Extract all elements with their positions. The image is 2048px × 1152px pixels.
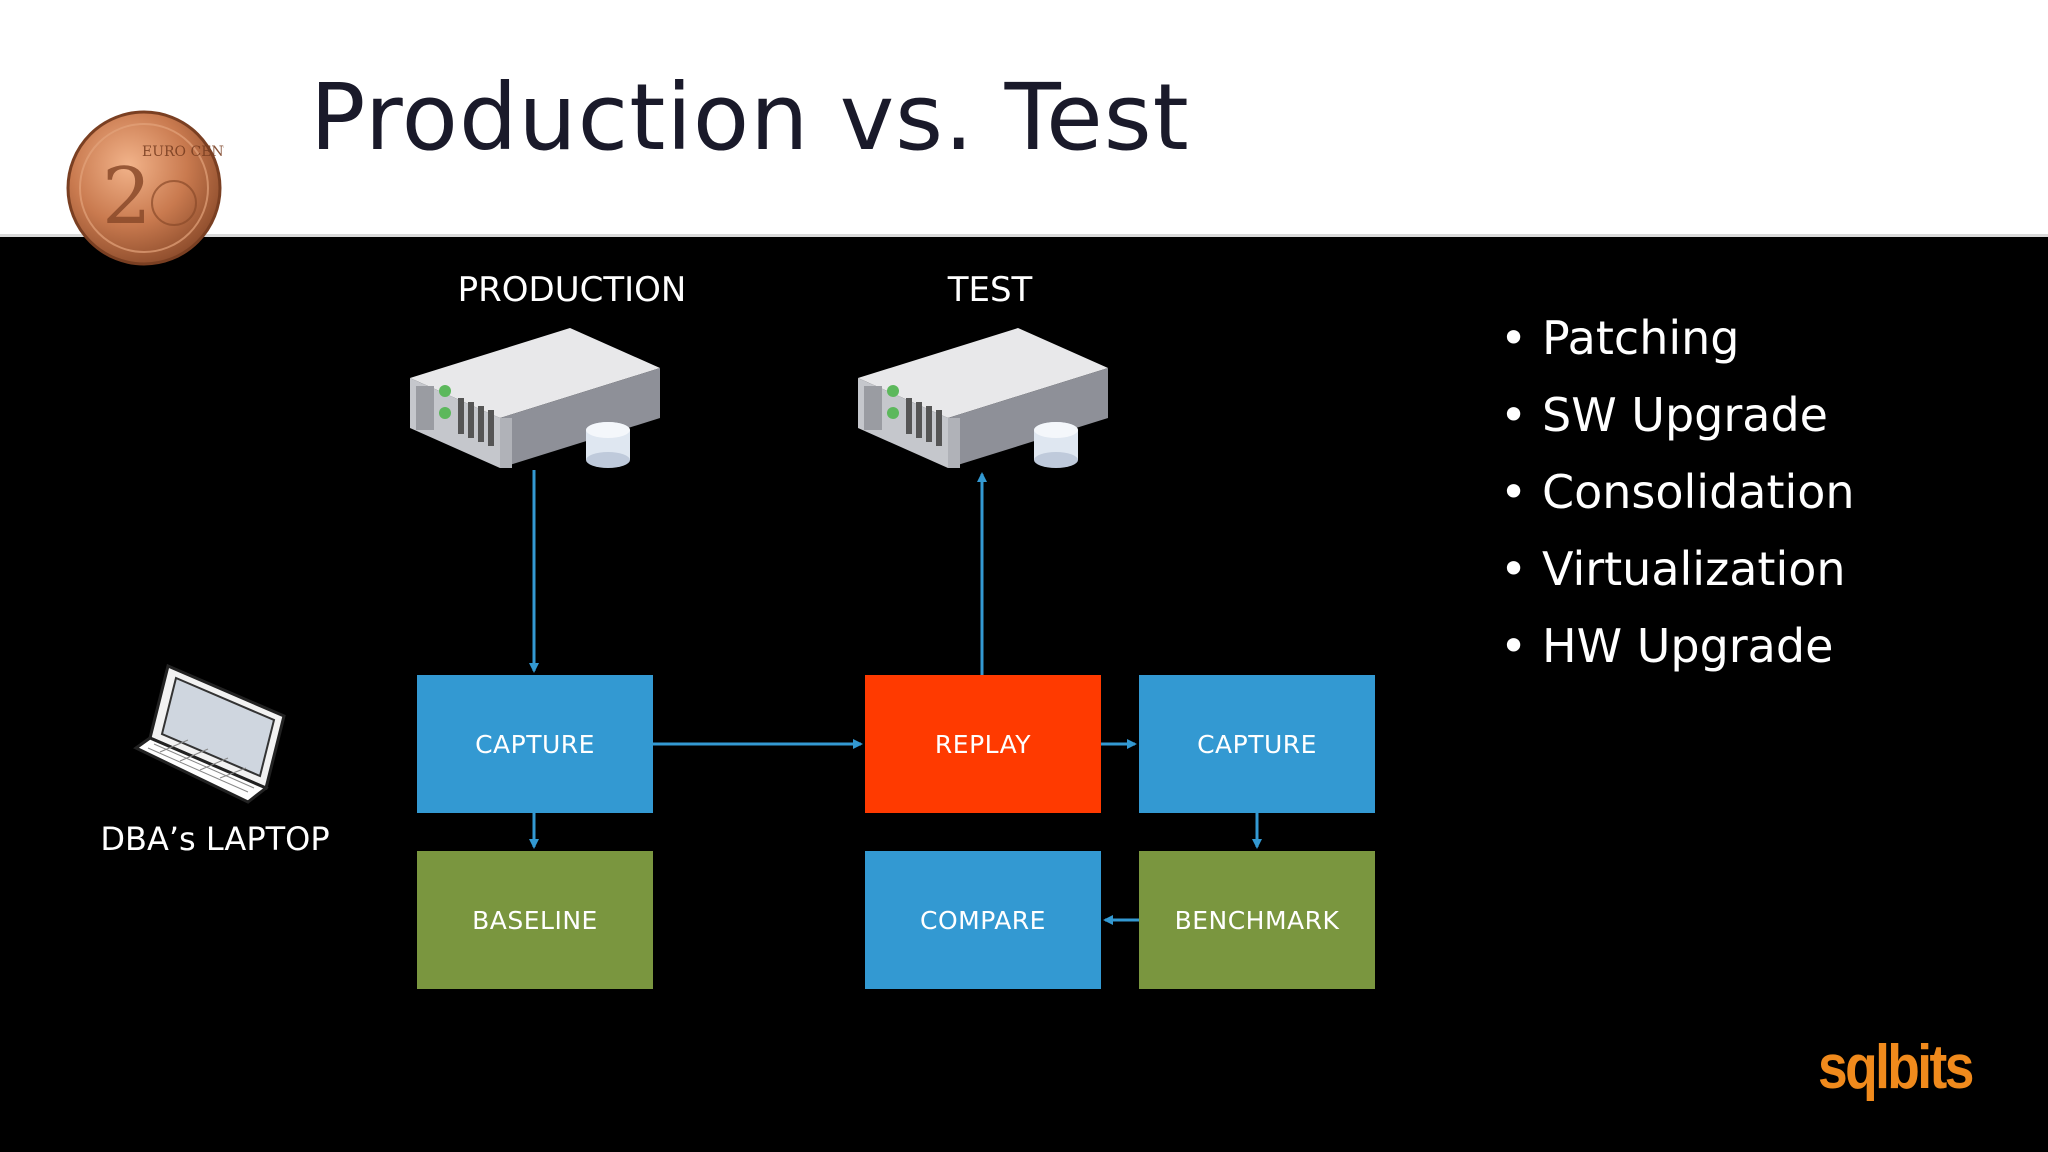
laptop-label: DBA’s LAPTOP bbox=[100, 820, 330, 858]
replay-box[interactable]: REPLAY bbox=[865, 675, 1101, 813]
test-label: TEST bbox=[947, 270, 1033, 310]
title-band bbox=[0, 0, 2048, 237]
bullet-item: Patching bbox=[1500, 300, 1855, 377]
bullet-list: Patching SW Upgrade Consolidation Virtua… bbox=[1500, 300, 1855, 685]
svg-text:EURO CENT: EURO CENT bbox=[142, 144, 224, 160]
compare-box[interactable]: COMPARE bbox=[865, 851, 1101, 989]
capture-test-box[interactable]: CAPTURE bbox=[1139, 675, 1375, 813]
production-label: PRODUCTION bbox=[457, 270, 687, 310]
coin-icon: 2 EURO CENT bbox=[66, 110, 224, 266]
bullet-item: SW Upgrade bbox=[1500, 377, 1855, 454]
bullet-item: HW Upgrade bbox=[1500, 608, 1855, 685]
bullet-item: Consolidation bbox=[1500, 454, 1855, 531]
test-server-icon[interactable] bbox=[848, 318, 1118, 488]
benchmark-box[interactable]: BENCHMARK bbox=[1139, 851, 1375, 989]
bullet-item: Virtualization bbox=[1500, 531, 1855, 608]
laptop-icon[interactable] bbox=[128, 656, 288, 806]
production-server-icon[interactable] bbox=[400, 318, 670, 488]
baseline-box[interactable]: BASELINE bbox=[417, 851, 653, 989]
slide-title: Production vs. Test bbox=[310, 64, 1190, 171]
sqlbits-logo: sqlbits bbox=[1818, 1033, 1974, 1102]
capture-production-box[interactable]: CAPTURE bbox=[417, 675, 653, 813]
svg-text:2: 2 bbox=[102, 152, 152, 242]
